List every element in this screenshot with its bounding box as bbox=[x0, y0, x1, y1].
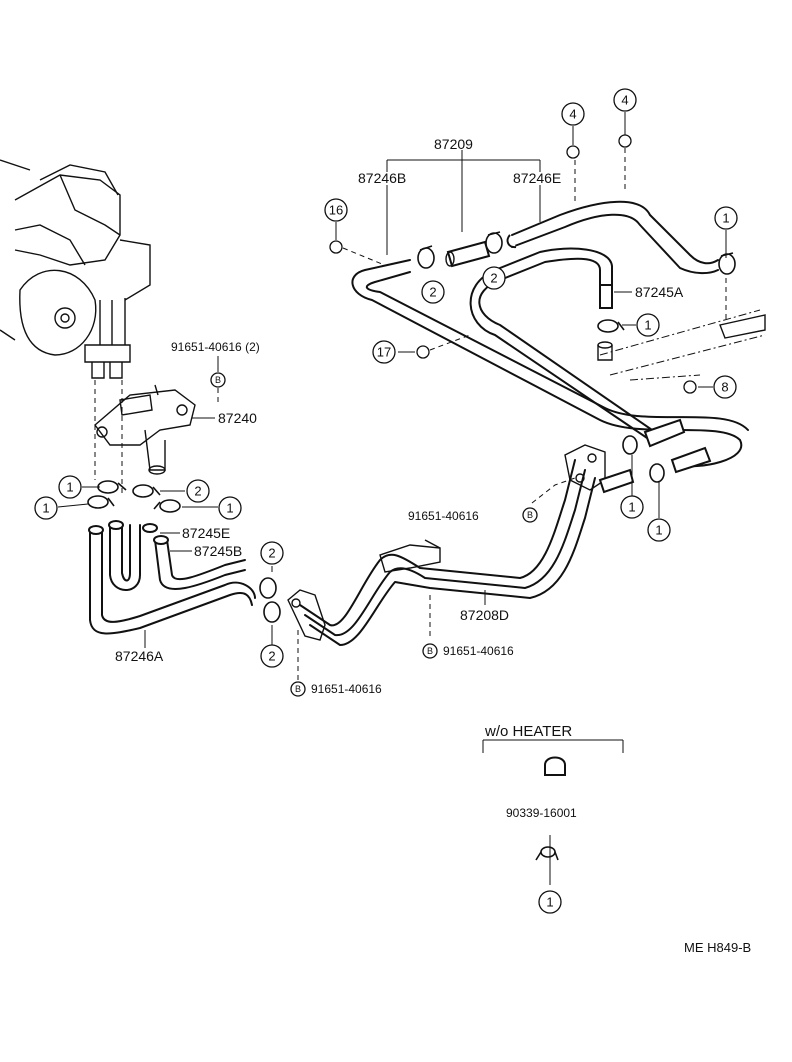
part-label-87245B: 87245B bbox=[194, 543, 242, 559]
svg-text:4: 4 bbox=[569, 107, 576, 122]
svg-text:8: 8 bbox=[721, 380, 728, 395]
svg-text:2: 2 bbox=[429, 285, 436, 300]
variant-label-without-heater: w/o HEATER bbox=[484, 723, 572, 740]
part-label-91651-40616-2: 91651-40616 (2) bbox=[171, 340, 260, 354]
clamp bbox=[97, 480, 127, 494]
callout-8: 8 bbox=[713, 375, 737, 399]
engine-block-illustration bbox=[0, 159, 151, 379]
part-label-87245E: 87245E bbox=[182, 525, 230, 541]
part-label-91651-40616: 91651-40616 bbox=[408, 509, 479, 523]
rear-hose-assembly bbox=[351, 200, 766, 474]
svg-text:2: 2 bbox=[268, 546, 275, 561]
svg-text:16: 16 bbox=[329, 203, 343, 218]
callout-b: B bbox=[210, 372, 226, 388]
svg-text:4: 4 bbox=[621, 93, 628, 108]
svg-text:1: 1 bbox=[42, 501, 49, 516]
clamp bbox=[417, 245, 435, 269]
callout-1: 1 bbox=[620, 495, 644, 519]
callout-b: B bbox=[522, 507, 538, 523]
svg-text:1: 1 bbox=[628, 500, 635, 515]
callout-4: 4 bbox=[613, 88, 637, 112]
part-label-87246A: 87246A bbox=[115, 648, 164, 664]
svg-text:17: 17 bbox=[377, 345, 391, 360]
part-label-87209: 87209 bbox=[434, 136, 473, 152]
clamp bbox=[718, 252, 736, 275]
svg-text:1: 1 bbox=[546, 895, 553, 910]
svg-text:1: 1 bbox=[655, 523, 662, 538]
svg-text:1: 1 bbox=[722, 211, 729, 226]
clamp bbox=[87, 495, 115, 509]
callout-2: 2 bbox=[421, 280, 445, 304]
part-label-87208D: 87208D bbox=[460, 607, 509, 623]
part-label-87246E: 87246E bbox=[513, 170, 561, 186]
callout-2: 2 bbox=[260, 644, 284, 668]
clamp bbox=[132, 484, 161, 498]
callout-1: 1 bbox=[647, 518, 671, 542]
leader-lines bbox=[57, 112, 727, 885]
plug-cap-90339 bbox=[544, 756, 566, 776]
svg-text:2: 2 bbox=[194, 484, 201, 499]
clamp bbox=[597, 319, 625, 333]
drawing-code: ME H849-B bbox=[684, 940, 751, 955]
callout-1: 1 bbox=[714, 206, 738, 230]
callout-4: 4 bbox=[561, 102, 585, 126]
svg-text:1: 1 bbox=[644, 318, 651, 333]
callout-2: 2 bbox=[186, 479, 210, 503]
marker-circles bbox=[329, 134, 697, 394]
part-label-91651-40616: 91651-40616 bbox=[311, 682, 382, 696]
clamp bbox=[259, 577, 277, 599]
svg-text:2: 2 bbox=[268, 649, 275, 664]
hose-clamps bbox=[87, 231, 736, 861]
clamp bbox=[622, 435, 638, 455]
svg-text:B: B bbox=[295, 684, 301, 694]
water-valve-87240 bbox=[94, 384, 196, 475]
svg-text:1: 1 bbox=[66, 480, 73, 495]
part-label-90339-16001: 90339-16001 bbox=[506, 806, 577, 820]
svg-text:B: B bbox=[427, 646, 433, 656]
clamp bbox=[263, 601, 281, 623]
part-label-87245A: 87245A bbox=[635, 284, 684, 300]
svg-text:2: 2 bbox=[490, 271, 497, 286]
callout-16: 16 bbox=[324, 198, 348, 222]
svg-text:1: 1 bbox=[226, 501, 233, 516]
clamp bbox=[535, 846, 559, 861]
clamp bbox=[485, 231, 503, 254]
callout-b: B bbox=[290, 681, 306, 697]
callout-1: 1 bbox=[538, 890, 562, 914]
part-label-87246B: 87246B bbox=[358, 170, 406, 186]
clamp bbox=[153, 499, 181, 513]
part-label-91651-40616: 91651-40616 bbox=[443, 644, 514, 658]
callout-b: B bbox=[422, 643, 438, 659]
callout-1: 1 bbox=[636, 313, 660, 337]
callout-1: 1 bbox=[34, 496, 58, 520]
clamp bbox=[649, 463, 665, 483]
callout-17: 17 bbox=[372, 340, 396, 364]
front-hose-group bbox=[88, 520, 256, 635]
callout-2: 2 bbox=[482, 266, 506, 290]
callout-1: 1 bbox=[58, 475, 82, 499]
part-label-87240: 87240 bbox=[218, 410, 257, 426]
svg-text:B: B bbox=[527, 510, 533, 520]
callout-2: 2 bbox=[260, 541, 284, 565]
svg-text:B: B bbox=[215, 375, 221, 385]
callout-1: 1 bbox=[218, 496, 242, 520]
